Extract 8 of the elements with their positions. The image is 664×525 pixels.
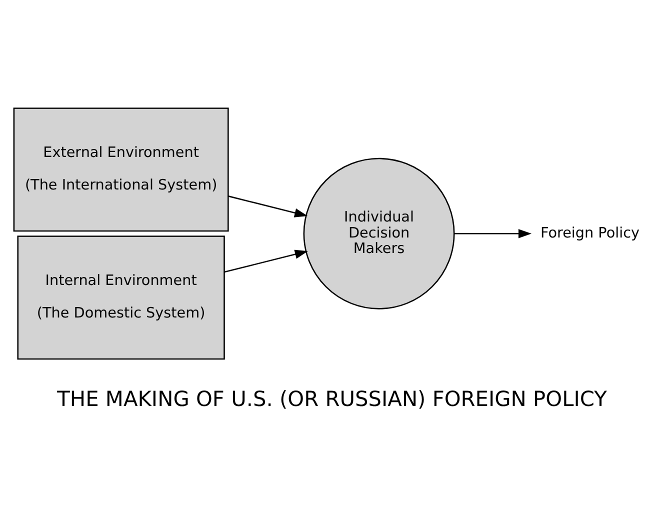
arrow bbox=[454, 228, 532, 238]
node-box: External Environment (The International System) bbox=[13, 107, 229, 232]
caption: THE MAKING OF U.S. (OR RUSSIAN) FOREIGN POLICY bbox=[57, 386, 607, 410]
node-box: Internal Environment (The Domestic System) bbox=[17, 235, 225, 360]
arrow bbox=[228, 195, 308, 217]
node-text: Foreign Policy bbox=[540, 224, 640, 241]
node-circle: Individual Decision Makers bbox=[303, 157, 455, 309]
arrow bbox=[224, 249, 308, 272]
